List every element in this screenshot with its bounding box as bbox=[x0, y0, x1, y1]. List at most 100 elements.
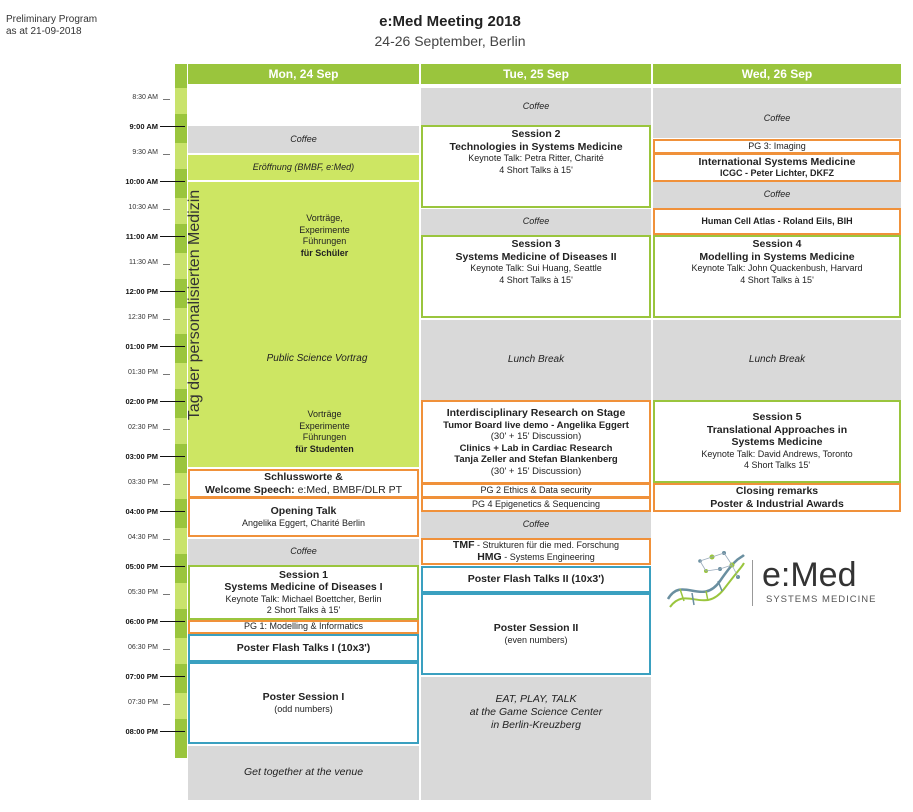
time-tick bbox=[163, 209, 170, 210]
tue-session-3: Session 3 Systems Medicine of Diseases I… bbox=[421, 235, 651, 318]
tue-poster-flash-2: Poster Flash Talks II (10x3') bbox=[421, 566, 651, 593]
mon-poster-flash-1-label: Poster Flash Talks I (10x3') bbox=[236, 641, 371, 654]
time-tick bbox=[163, 374, 170, 375]
mon-session-1-talks: 2 Short Talks à 15' bbox=[266, 605, 341, 615]
time-strip-light-1 bbox=[175, 88, 187, 114]
time-tick bbox=[163, 704, 170, 705]
mon-session-1-title: Session 1 bbox=[278, 568, 329, 581]
time-strip-light-11 bbox=[175, 638, 187, 664]
time-tick bbox=[160, 676, 185, 677]
time-tick bbox=[163, 99, 170, 100]
page-subtitle: 24-26 September, Berlin bbox=[374, 33, 526, 49]
page-title: e:Med Meeting 2018 bbox=[379, 13, 521, 30]
tue-coffee-midmorning: Coffee bbox=[421, 209, 651, 235]
mon-welcome-line: Welcome Speech: e:Med, BMBF/DLR PT bbox=[205, 484, 402, 497]
preliminary-label: Preliminary Program bbox=[6, 14, 98, 25]
time-label: 11:00 AM bbox=[125, 232, 158, 241]
tue-tmf-line: TMF - Strukturen für die med. Forschung bbox=[453, 539, 620, 552]
wed-ism-speaker: ICGC - Peter Lichter, DKFZ bbox=[719, 168, 835, 178]
tue-eat-line1: EAT, PLAY, TALK bbox=[495, 693, 577, 705]
time-tick bbox=[163, 319, 170, 320]
time-label: 03:00 PM bbox=[125, 452, 158, 461]
time-tick bbox=[163, 264, 170, 265]
wed-human-cell-atlas: Human Cell Atlas - Roland Eils, BIH bbox=[653, 208, 901, 235]
day-header-tue: Tue, 25 Sep bbox=[421, 64, 651, 84]
tue-session-3-talks: 4 Short Talks à 15' bbox=[499, 274, 573, 285]
time-label: 06:30 PM bbox=[128, 644, 158, 651]
mon-get-together-label: Get together at the venue bbox=[243, 766, 364, 779]
time-tick bbox=[160, 346, 185, 347]
tue-hmg-line: HMG - Systems Engineering bbox=[477, 550, 595, 564]
vertical-day-label: Tag der personalisierten Medizin bbox=[186, 189, 203, 421]
tue-session-2-topic: Technologies in Systems Medicine bbox=[449, 140, 623, 153]
tue-tmf-desc: - Strukturen für die med. Forschung bbox=[474, 540, 620, 550]
tue-session-2-title: Session 2 bbox=[511, 128, 561, 140]
time-strip-light-6 bbox=[175, 363, 187, 389]
time-tick bbox=[160, 126, 185, 127]
time-label: 04:00 PM bbox=[125, 507, 158, 516]
tue-coffee-afternoon-label: Coffee bbox=[522, 519, 550, 530]
time-label: 01:00 PM bbox=[125, 342, 158, 351]
tue-hmg-label: HMG bbox=[477, 550, 502, 563]
time-strip-light-7 bbox=[175, 418, 187, 444]
mon-pg1: PG 1: Modelling & Informatics bbox=[188, 620, 419, 634]
time-label: 9:00 AM bbox=[129, 122, 158, 131]
wed-coffee-morning: Coffee bbox=[653, 88, 901, 138]
mon-poster-session-1-sub: (odd numbers) bbox=[274, 703, 333, 714]
wed-lunch-label: Lunch Break bbox=[748, 354, 806, 366]
tue-session-2: Session 2 Technologies in Systems Medici… bbox=[421, 125, 651, 208]
time-label: 07:30 PM bbox=[128, 699, 158, 706]
time-label: 01:30 PM bbox=[128, 369, 158, 376]
wed-session-5: Session 5 Translational Approaches in Sy… bbox=[653, 400, 901, 483]
tue-lunch-label: Lunch Break bbox=[507, 354, 565, 366]
tue-coffee-afternoon: Coffee bbox=[421, 512, 651, 538]
tue-ir-clinics-lab: Clinics + Lab in Cardiac Research bbox=[459, 442, 613, 454]
tue-ir-discussion-2: (30' + 15' Discussion) bbox=[490, 465, 582, 477]
tue-tmf-hmg: TMF - Strukturen für die med. Forschung … bbox=[421, 538, 651, 565]
tue-pg2-label: PG 2 Ethics & Data security bbox=[480, 484, 592, 495]
mon-coffee-morning: Coffee bbox=[188, 126, 419, 153]
time-tick bbox=[163, 429, 170, 430]
time-label: 07:00 PM bbox=[125, 672, 158, 681]
time-strip-light-4 bbox=[175, 253, 187, 279]
time-tick bbox=[160, 511, 185, 512]
dna-network-icon bbox=[666, 551, 745, 608]
day-header-wed: Wed, 26 Sep bbox=[653, 64, 901, 84]
wed-session-4-title: Session 4 bbox=[752, 238, 802, 250]
emed-logo bbox=[662, 545, 902, 615]
time-tick bbox=[163, 154, 170, 155]
logo-tagline: SYSTEMS MEDICINE bbox=[766, 594, 877, 605]
wed-closing-awards: Poster & Industrial Awards bbox=[710, 497, 844, 510]
time-tick bbox=[160, 456, 185, 457]
mon-opening-speaker: Angelika Eggert, Charité Berlin bbox=[241, 517, 366, 528]
time-label: 08:00 PM bbox=[125, 727, 158, 736]
wed-closing-title: Closing remarks bbox=[735, 485, 819, 497]
time-strip-light-9 bbox=[175, 528, 187, 554]
wed-session-4-talks: 4 Short Talks à 15' bbox=[740, 274, 814, 285]
tue-ir-tumor-board: Tumor Board live demo - Angelika Eggert bbox=[443, 419, 629, 431]
tue-pg4: PG 4 Epigenetics & Sequencing bbox=[421, 497, 651, 512]
day-header-mon: Mon, 24 Sep bbox=[188, 64, 419, 84]
wed-pg3-label: PG 3: Imaging bbox=[748, 140, 806, 151]
tue-ir-speakers: Tanja Zeller and Stefan Blankenberg bbox=[454, 454, 618, 465]
time-label: 8:30 AM bbox=[132, 94, 158, 101]
mon-session-1-keynote: Keynote Talk: Michael Boettcher, Berlin bbox=[225, 593, 382, 604]
tue-pg2: PG 2 Ethics & Data security bbox=[421, 483, 651, 498]
tue-ir-title: Interdisciplinary Research on Stage bbox=[446, 407, 626, 419]
mon-coffee-afternoon-label: Coffee bbox=[290, 546, 317, 557]
logo-name: e:Med bbox=[762, 556, 857, 594]
time-label: 04:30 PM bbox=[128, 534, 158, 541]
time-strip-light-10 bbox=[175, 583, 187, 609]
mon-schueler-line2: Experimente bbox=[299, 224, 350, 235]
mon-public-science-label: Public Science Vortrag bbox=[266, 353, 368, 365]
tue-poster-session-2-sub: (even numbers) bbox=[504, 634, 568, 645]
tue-poster-session-2-title: Poster Session II bbox=[493, 622, 579, 634]
wed-session-5-keynote: Keynote Talk: David Andrews, Toronto bbox=[701, 448, 853, 459]
logo-divider bbox=[752, 560, 753, 606]
tue-session-3-topic: Systems Medicine of Diseases II bbox=[455, 250, 617, 263]
wed-session-5-talks: 4 Short Talks 15' bbox=[743, 460, 811, 471]
preliminary-date: as at 21-09-2018 bbox=[6, 26, 82, 37]
mon-studenten-line1: Vorträge bbox=[307, 409, 342, 419]
time-tick bbox=[160, 731, 185, 732]
tue-session-2-talks: 4 Short Talks à 15' bbox=[499, 164, 573, 175]
